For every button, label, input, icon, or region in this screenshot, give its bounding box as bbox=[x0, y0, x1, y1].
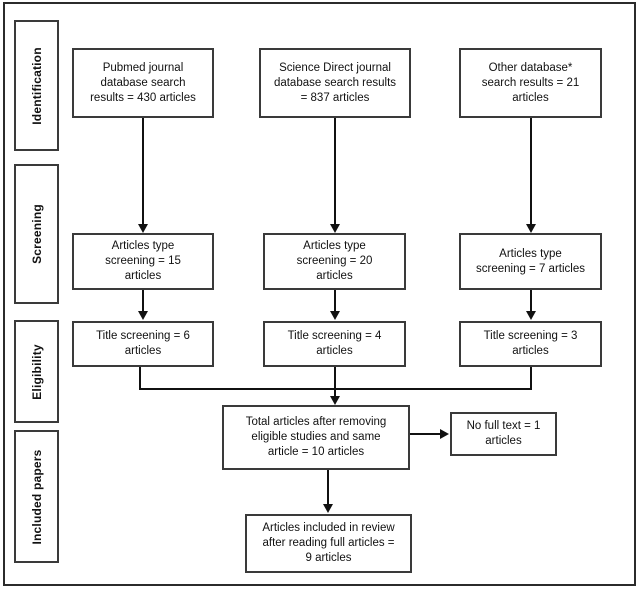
node-total-after-removing-text: Total articles after removing eligible s… bbox=[245, 416, 387, 458]
node-other-title-screening: Title screening = 3 articles bbox=[459, 321, 602, 367]
stage-box-eligibility: Eligibility bbox=[14, 320, 59, 423]
node-pubmed-title-screening-text: Title screening = 6 articles bbox=[96, 330, 190, 357]
node-other-source-text: Other database* search results = 21 arti… bbox=[481, 61, 580, 104]
arrowhead-sciencedirect-title-screening bbox=[330, 311, 340, 320]
merge-drop-other bbox=[530, 367, 532, 389]
merge-drop-pubmed bbox=[139, 367, 141, 389]
connector-sciencedirect-type-to-title-screening bbox=[334, 290, 336, 312]
connector-other-type-to-title-screening bbox=[530, 290, 532, 312]
node-sciencedirect-title-screening: Title screening = 4 articles bbox=[263, 321, 406, 367]
arrowhead-articles-included bbox=[323, 504, 333, 513]
connector-pubmed-source-to-type-screening bbox=[142, 118, 144, 226]
node-sciencedirect-source-text: Science Direct journal database search r… bbox=[273, 61, 397, 104]
figure-outer-border bbox=[3, 2, 636, 586]
stage-box-screening: Screening bbox=[14, 164, 59, 304]
node-no-full-text-text: No full text = 1 articles bbox=[466, 420, 541, 447]
node-articles-included-text: Articles included in review after readin… bbox=[262, 522, 395, 564]
node-sciencedirect-type-screening: Articles type screening = 20 articles bbox=[263, 233, 406, 290]
node-sciencedirect-type-screening-text: Articles type screening = 20 articles bbox=[296, 240, 373, 282]
arrowhead-pubmed-title-screening bbox=[138, 311, 148, 320]
node-no-full-text: No full text = 1 articles bbox=[450, 412, 557, 456]
stage-box-included-papers: Included papers bbox=[14, 430, 59, 563]
connector-other-source-to-type-screening bbox=[530, 118, 532, 226]
stage-label-identification: Identification bbox=[29, 46, 44, 125]
stage-label-included-papers: Included papers bbox=[29, 448, 44, 545]
node-sciencedirect-source: Science Direct journal database search r… bbox=[259, 48, 411, 118]
arrowhead-other-type-screening bbox=[526, 224, 536, 233]
merge-drop-sciencedirect-to-total bbox=[334, 367, 336, 398]
connector-total-to-no-full-text bbox=[410, 433, 441, 435]
stage-box-identification: Identification bbox=[14, 20, 59, 151]
connector-total-to-articles-included bbox=[327, 470, 329, 505]
node-pubmed-title-screening: Title screening = 6 articles bbox=[72, 321, 214, 367]
node-pubmed-type-screening-text: Articles type screening = 15 articles bbox=[105, 240, 181, 282]
arrowhead-sciencedirect-type-screening bbox=[330, 224, 340, 233]
node-pubmed-source-text: Pubmed journal database search results =… bbox=[90, 61, 196, 104]
node-other-type-screening-text: Articles type screening = 7 articles bbox=[476, 247, 585, 275]
arrowhead-no-full-text bbox=[440, 429, 449, 439]
node-other-source: Other database* search results = 21 arti… bbox=[459, 48, 602, 118]
node-other-title-screening-text: Title screening = 3 articles bbox=[483, 330, 578, 357]
node-pubmed-type-screening: Articles type screening = 15 articles bbox=[72, 233, 214, 290]
arrowhead-pubmed-type-screening bbox=[138, 224, 148, 233]
arrowhead-other-title-screening bbox=[526, 311, 536, 320]
node-other-type-screening: Articles type screening = 7 articles bbox=[459, 233, 602, 290]
connector-sciencedirect-source-to-type-screening bbox=[334, 118, 336, 226]
node-articles-included: Articles included in review after readin… bbox=[245, 514, 412, 573]
node-total-after-removing: Total articles after removing eligible s… bbox=[222, 405, 410, 470]
stage-label-screening: Screening bbox=[29, 204, 44, 264]
arrowhead-total-after-removing bbox=[330, 396, 340, 405]
connector-pubmed-type-to-title-screening bbox=[142, 290, 144, 312]
node-pubmed-source: Pubmed journal database search results =… bbox=[72, 48, 214, 118]
node-sciencedirect-title-screening-text: Title screening = 4 articles bbox=[287, 330, 382, 357]
stage-label-eligibility: Eligibility bbox=[29, 343, 44, 400]
